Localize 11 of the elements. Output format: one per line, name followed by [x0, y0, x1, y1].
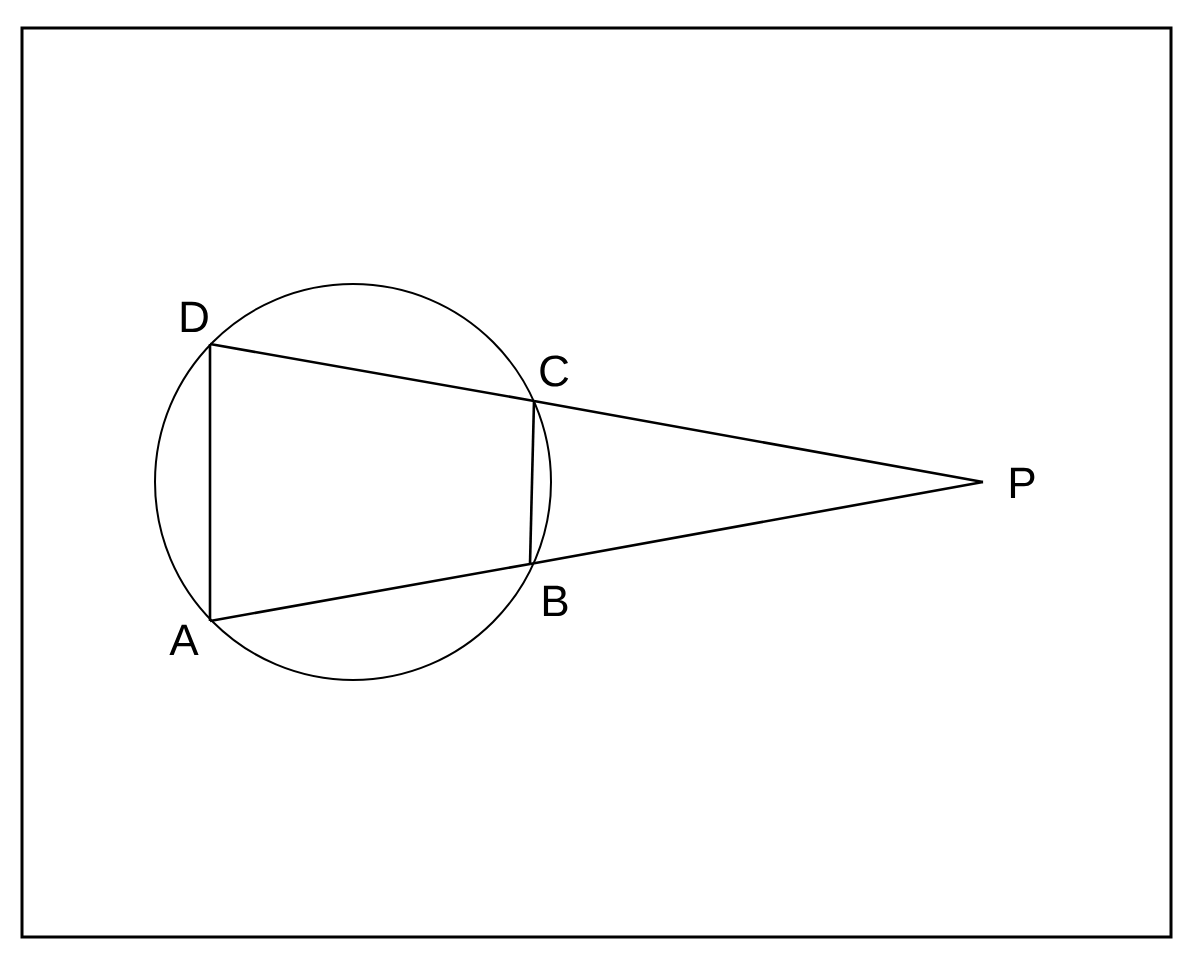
point-label: P [1010, 467, 1035, 499]
point-label: B [543, 585, 568, 617]
line-segment [209, 342, 535, 403]
line-segment [533, 399, 984, 484]
point-label: A [169, 624, 199, 656]
line-segment [208, 344, 212, 621]
point-label: C [540, 355, 569, 387]
line-segment [209, 562, 531, 623]
line-segment [528, 400, 536, 565]
line-segment [529, 480, 984, 566]
point-label: D [181, 301, 208, 333]
